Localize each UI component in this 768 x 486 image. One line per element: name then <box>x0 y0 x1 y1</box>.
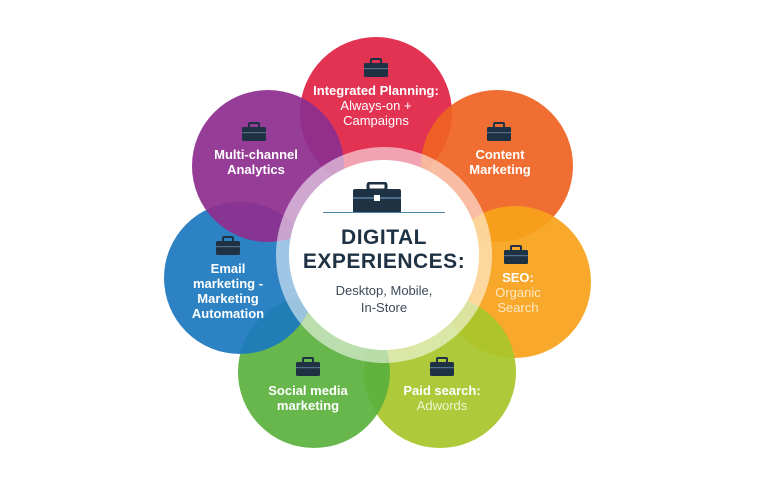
petal-title: Paid search: <box>403 383 481 398</box>
briefcase-icon <box>430 357 454 376</box>
center-subtitle-line1: Desktop, Mobile, <box>335 283 433 298</box>
center-subtitle: Desktop, Mobile, In-Store <box>284 282 484 316</box>
petal-title: Content <box>475 147 525 162</box>
center-title-line1: DIGITAL <box>341 226 427 249</box>
petal-title: Email <box>210 261 246 276</box>
petal-subtitle: Campaigns <box>343 113 409 128</box>
center-title: DIGITAL EXPERIENCES: <box>284 226 484 274</box>
petal-title: Multi-channel <box>214 147 298 162</box>
label-content-marketing: Content Marketing <box>440 147 560 177</box>
briefcase-icon <box>216 236 240 255</box>
center-subtitle-line2: In-Store <box>360 300 408 315</box>
petal-subtitle: Search <box>497 300 539 315</box>
label-social-media: Social media marketing <box>248 383 368 413</box>
briefcase-icon <box>296 357 320 376</box>
briefcase-icon <box>487 122 511 141</box>
center-circle <box>289 160 479 350</box>
center-title-line2: EXPERIENCES: <box>302 250 466 273</box>
petal-title: Marketing <box>469 162 531 177</box>
label-paid-search: Paid search: Adwords <box>382 383 502 413</box>
petal-title: Integrated Planning: <box>313 83 439 98</box>
petal-title: Analytics <box>227 162 285 177</box>
briefcase-icon <box>242 122 266 141</box>
label-multichannel-analytics: Multi-channel Analytics <box>196 147 316 177</box>
label-seo: SEO: Organic Search <box>473 270 563 315</box>
petal-title: marketing <box>276 398 340 413</box>
label-integrated-planning: Integrated Planning: Always-on + Campaig… <box>296 83 456 128</box>
petal-subtitle: Organic <box>495 285 541 300</box>
petal-title: Marketing <box>197 291 259 306</box>
briefcase-icon <box>353 182 401 213</box>
petal-title: Automation <box>191 306 265 321</box>
petal-title: SEO: <box>502 270 534 285</box>
briefcase-icon <box>364 58 388 77</box>
petal-subtitle: Always-on + <box>340 98 412 113</box>
petal-title: Social media <box>268 383 348 398</box>
petal-title: marketing - <box>192 276 264 291</box>
label-email-marketing: Email marketing - Marketing Automation <box>178 261 278 321</box>
center-divider <box>323 212 445 213</box>
briefcase-icon <box>504 245 528 264</box>
petal-subtitle: Adwords <box>416 398 468 413</box>
